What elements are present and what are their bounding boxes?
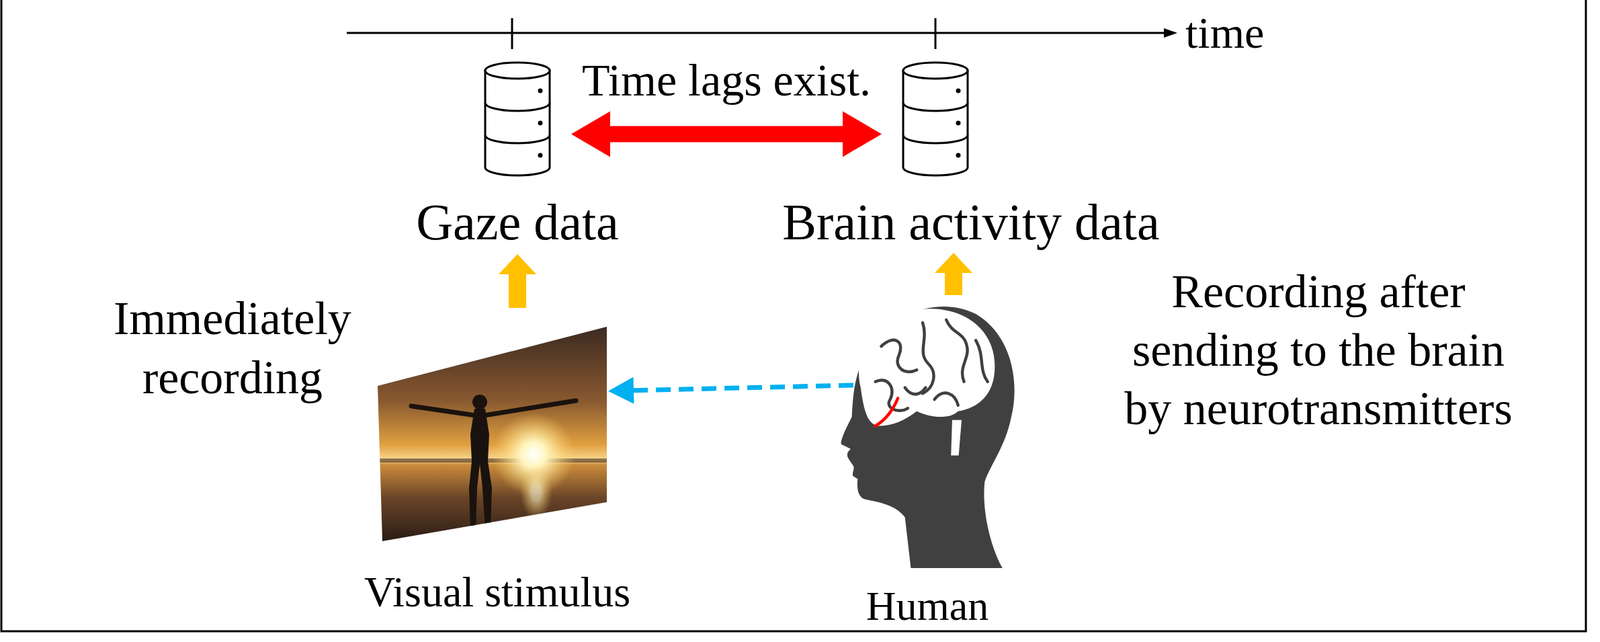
node-label: Human (833, 584, 1022, 627)
cylinder-top (903, 62, 968, 79)
cylinder-top (485, 62, 550, 79)
brainstem (950, 419, 962, 456)
database-cylinder (901, 61, 970, 177)
photo-content (377, 326, 607, 541)
sky-water (377, 326, 607, 541)
recording-arrow (934, 252, 973, 296)
time-axis-head (1163, 28, 1178, 38)
brain-folds (875, 319, 988, 411)
cylinder-bands (903, 102, 968, 144)
cylinder-dot (956, 120, 961, 126)
time-lag-arrow (571, 110, 882, 157)
visual-cortex-mark (875, 397, 898, 426)
node-label: Brain activity data (752, 196, 1190, 248)
annotation-text: Immediately recording (91, 288, 374, 408)
cylinder-body (485, 70, 550, 176)
cylinder-dot (956, 88, 961, 94)
time-axis (346, 32, 1167, 35)
head (841, 306, 1015, 568)
gaze-direction-arrow (608, 376, 854, 404)
cylinder-dot (538, 120, 543, 126)
cylinder-body (903, 70, 968, 176)
dashed-line (633, 385, 854, 391)
cylinder-dot (538, 153, 543, 158)
human-head: Human (833, 299, 1022, 632)
time-tick (934, 18, 937, 50)
time-tick (511, 18, 514, 50)
recording-arrow (498, 254, 537, 308)
sunset-photo (377, 326, 607, 541)
node-label: Visual stimulus (356, 570, 640, 614)
node-label: Gaze data (396, 196, 639, 248)
visual-stimulus: Visual stimulus (356, 315, 640, 625)
database-cylinder (483, 61, 552, 177)
sun-reflection (520, 462, 553, 520)
frame (1, 0, 1586, 631)
head-silhouette (839, 299, 1016, 568)
cylinder-bands (485, 102, 550, 144)
cylinder-dot (538, 88, 543, 94)
cylinder-dot (956, 153, 961, 158)
arrow-head (608, 376, 634, 404)
brain (858, 308, 995, 426)
annotation-text: Recording after sending to the brain by … (1113, 262, 1524, 438)
edge-label: Time lags exist. (581, 55, 871, 105)
annotation-text: time (1185, 6, 1265, 60)
woman-silhouette (411, 394, 576, 529)
